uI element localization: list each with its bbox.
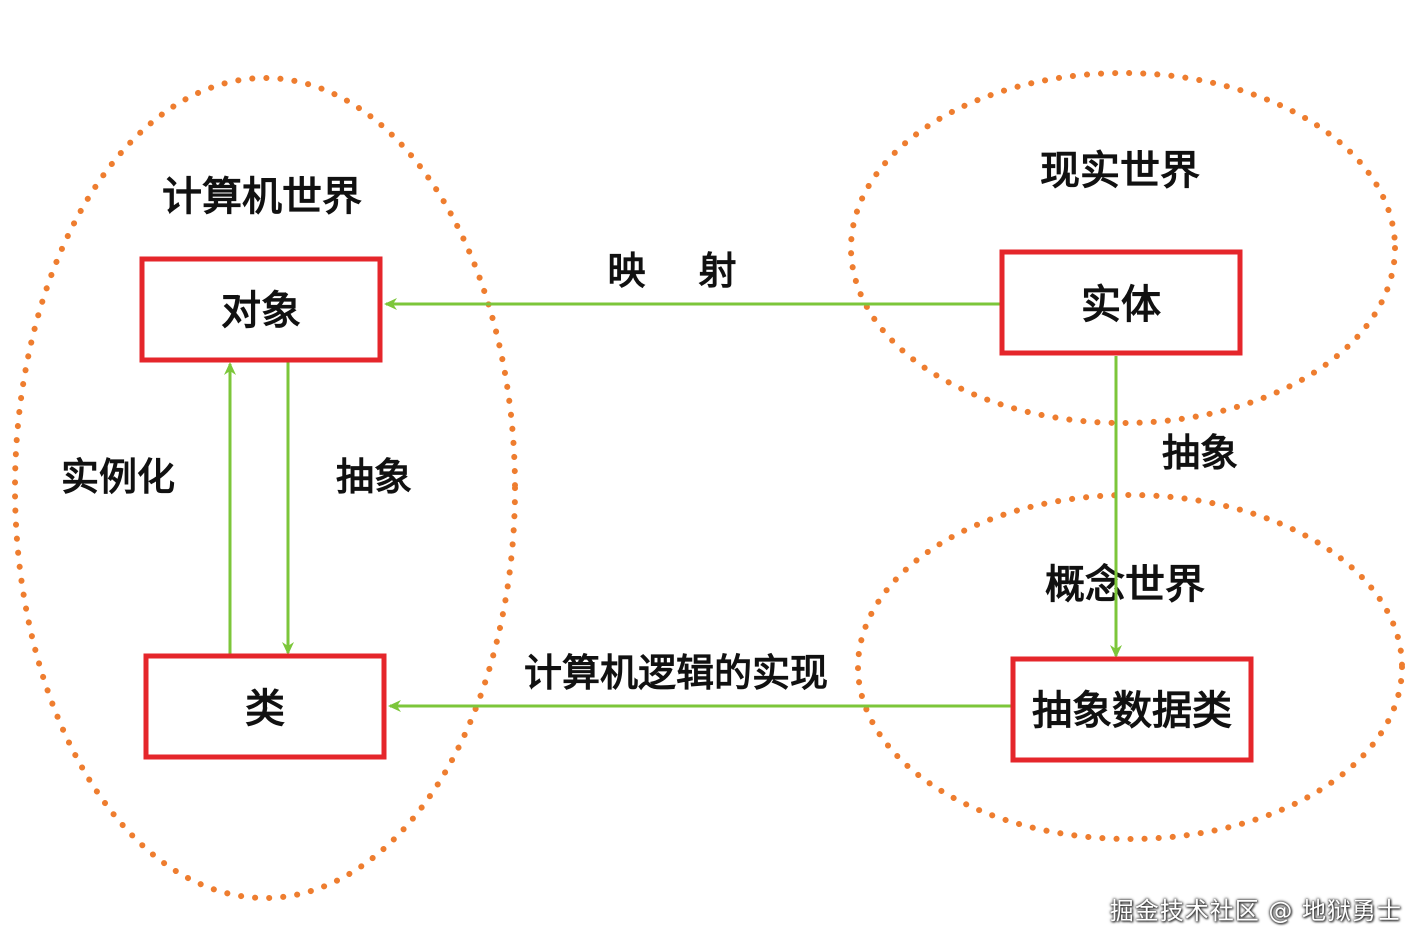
instantiation-label: 实例化 (61, 455, 175, 499)
object-node: 对象 (139, 256, 383, 363)
concept-world-label: 概念世界 (1045, 562, 1205, 608)
abstract-data-class-node: 抽象数据类 (1010, 656, 1254, 763)
computer-logic-impl-label: 计算机逻辑的实现 (524, 651, 828, 695)
abstraction-label-left: 抽象 (336, 455, 412, 499)
computer-world-label: 计算机世界 (162, 174, 362, 220)
class-node: 类 (143, 653, 387, 760)
real-world-label: 现实世界 (1040, 148, 1200, 194)
concept-world-region (855, 492, 1405, 842)
entity-node-label: 实体 (1081, 282, 1161, 328)
abstract-data-class-node-label: 抽象数据类 (1032, 688, 1232, 734)
object-node-label: 对象 (221, 288, 301, 334)
computer-world-region (12, 75, 518, 901)
class-node-label: 类 (245, 686, 285, 732)
abstraction-label-right: 抽象 (1162, 431, 1238, 475)
entity-node: 实体 (999, 249, 1243, 356)
mapping-label: 映 射 (608, 249, 737, 293)
real-world-region (848, 70, 1398, 426)
source-watermark: 掘金技术社区 @ 地狱勇士 (1109, 897, 1402, 925)
